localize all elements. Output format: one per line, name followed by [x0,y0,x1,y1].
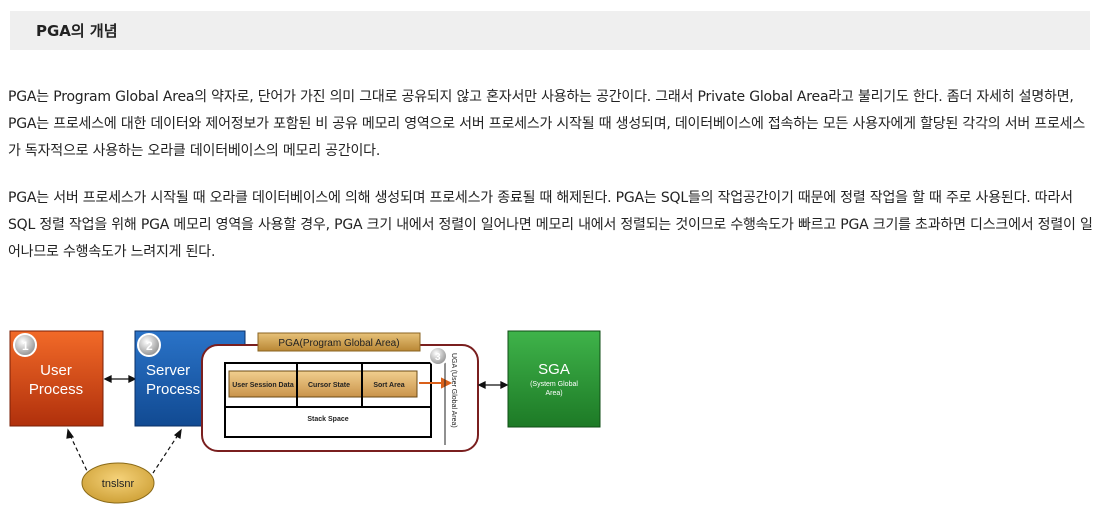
stack-space-label: Stack Space [307,416,348,423]
cell-user-session-data: User Session Data [232,382,294,389]
sga-box: SGA (System Global Area) [507,330,601,428]
user-process-label-1: User [40,362,72,379]
paragraph-pga-usage: PGA는 서버 프로세스가 시작될 때 오라클 데이터베이스에 의해 생성되며 … [8,190,1093,260]
step-2-badge [137,333,161,357]
stack-space-box [224,406,432,438]
step-1-badge [13,333,37,357]
pga-sga-arrow [477,380,509,390]
cell-sort-area: Sort Area [373,382,404,389]
section-title: PGA의 개념 [36,22,118,40]
cell-cursor-state: Cursor State [308,382,350,389]
sga-title: SGA [538,361,570,378]
sga-subtitle-2: Area) [545,390,562,397]
pga-container: PGA(Program Global Area) User Session Da… [201,332,479,452]
step-3-badge [428,346,448,366]
step-3-number: 3 [435,352,441,363]
user-server-arrow [103,374,137,384]
user-process-box: 1 User Process [9,330,104,427]
server-process-label-1: Server [146,362,190,379]
tnslsnr-node: tnslsnr [81,462,155,504]
user-process-label-2: Process [29,381,83,398]
listener-links [66,428,182,474]
tnslsnr-label: tnslsnr [102,478,135,490]
uga-vertical-label: UGA (User Global Area) [450,353,457,428]
paragraph-pga-definition: PGA는 Program Global Area의 약자로, 단어가 가진 의미… [8,89,1086,159]
section-header: PGA의 개념 [10,11,1090,50]
step-1-number: 1 [22,339,29,353]
sort-area-arrow [419,377,453,389]
server-process-label-2: Process [146,381,200,398]
pga-label: PGA(Program Global Area) [278,338,399,349]
pga-diagram: 1 User Process 2 Server Process PGA(Prog… [9,330,601,504]
step-2-number: 2 [146,339,153,353]
sga-subtitle-1: (System Global [530,381,578,388]
